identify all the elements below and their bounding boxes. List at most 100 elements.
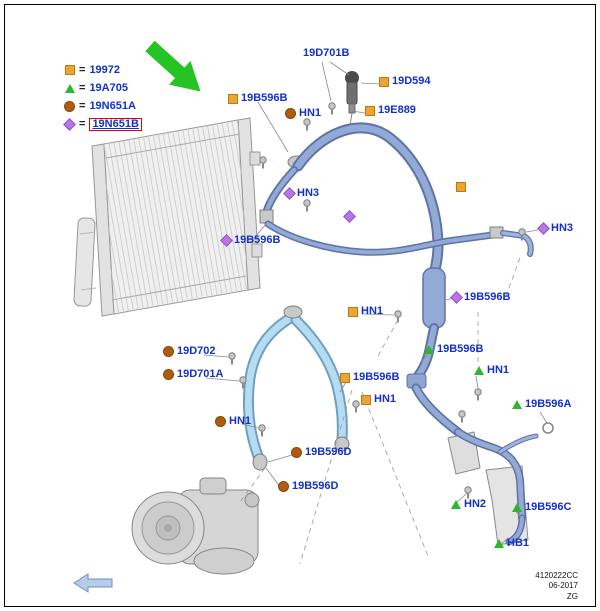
square-marker-icon	[456, 181, 466, 192]
square-marker-icon	[361, 394, 371, 405]
triangle-marker-icon	[64, 83, 75, 93]
part-label[interactable]: HN2	[464, 498, 487, 510]
part-label[interactable]: HN1	[487, 364, 510, 376]
part-label[interactable]: 19B596B	[464, 291, 511, 303]
part-label[interactable]: 19B596B	[437, 343, 484, 355]
callout-19D702: 19D702	[163, 345, 216, 358]
part-label[interactable]: 19D702	[177, 345, 216, 357]
callout-HN1-2: HN1	[348, 305, 383, 318]
legend-item-19N651B-selected: = 19N651B	[63, 117, 142, 131]
callout-HN1-1: HN1	[285, 107, 321, 120]
diamond-marker-icon	[450, 291, 463, 304]
triangle-marker-icon	[494, 539, 504, 548]
suction-hose	[242, 305, 350, 471]
triangle-marker-icon	[424, 345, 434, 354]
square-marker-icon	[64, 65, 75, 75]
callout-19B596B-2: 19B596B	[220, 234, 281, 247]
legend-part-number[interactable]: 19A705	[89, 81, 128, 94]
triangle-marker-icon	[512, 400, 522, 409]
equals-sign: =	[79, 117, 86, 130]
legend-part-number-highlighted[interactable]: 19N651B	[89, 117, 142, 131]
part-label[interactable]: 19B596B	[353, 371, 400, 383]
diamond-marker-icon	[343, 210, 356, 223]
legend-item-19972: = 19972	[64, 64, 142, 76]
ac-discharge-line	[259, 122, 534, 437]
callout-19B596B-1: 19B596B	[228, 92, 287, 105]
triangle-marker-icon	[474, 366, 484, 375]
part-label[interactable]: 19B596D	[305, 446, 352, 458]
callout-19D594: 19D594	[379, 75, 431, 88]
equals-sign: =	[79, 81, 86, 94]
part-label[interactable]: 19B596B	[234, 234, 281, 246]
part-label[interactable]: HN1	[361, 305, 384, 317]
circle-marker-icon	[215, 416, 226, 427]
front-direction-arrow-icon	[73, 573, 113, 593]
part-label[interactable]: HN3	[297, 187, 320, 199]
callout-19B596A: 19B596A	[512, 398, 571, 411]
part-label[interactable]: HB1	[507, 537, 530, 549]
doc-date: 06-2017	[548, 581, 578, 591]
callout-19B596D-2: 19B596D	[278, 480, 338, 493]
legend: = 19972 = 19A705 = 19N651A = 19N651B	[63, 64, 142, 131]
drawing-footer: 4120222CC 06-2017 ZG	[535, 571, 578, 602]
square-marker-icon	[228, 93, 238, 104]
diamond-marker-icon	[537, 222, 550, 235]
callout-HB1: HB1	[494, 537, 529, 550]
part-label[interactable]: HN1	[299, 107, 322, 119]
circle-marker-icon	[291, 447, 302, 458]
callout-19B596C: 19B596C	[512, 501, 571, 514]
square-marker-icon	[348, 306, 358, 317]
square-marker-icon	[379, 76, 389, 87]
diamond-marker-icon	[220, 234, 233, 247]
circle-marker-icon	[285, 108, 296, 119]
pointer-arrow-icon	[145, 40, 201, 92]
part-label[interactable]: HN1	[229, 415, 252, 427]
circle-marker-icon	[163, 369, 174, 380]
legend-part-number[interactable]: 19972	[89, 63, 121, 76]
lower-right-line	[447, 428, 539, 546]
condenser	[73, 117, 263, 317]
legend-item-19A705: = 19A705	[64, 82, 142, 94]
callout-HN1-5: HN1	[215, 415, 251, 428]
circle-marker-icon	[64, 100, 75, 112]
equals-sign: =	[79, 99, 86, 112]
construction-lines	[239, 257, 521, 565]
callout-19B596B-5: 19B596B	[340, 371, 399, 384]
part-label[interactable]: HN3	[551, 222, 574, 234]
callout-19E889: 19E889	[365, 104, 416, 117]
marker-19N651B-on-line	[343, 210, 356, 223]
legend-part-number[interactable]: 19N651A	[89, 99, 136, 112]
part-label[interactable]: 19B596A	[525, 398, 572, 410]
marker-19972-on-hose	[456, 180, 466, 193]
equals-sign: =	[79, 63, 86, 76]
part-label[interactable]: 19B596D	[292, 480, 339, 492]
triangle-marker-icon	[512, 503, 522, 512]
part-label[interactable]: 19D594	[392, 75, 431, 87]
circle-marker-icon	[163, 346, 174, 357]
callout-19D701A: 19D701A	[163, 368, 223, 381]
compressor	[131, 477, 260, 575]
part-label[interactable]: HN1	[374, 393, 397, 405]
part-label[interactable]: 19E889	[378, 104, 416, 116]
callout-HN3-1: HN3	[283, 187, 320, 200]
part-label[interactable]: 19D701B	[303, 47, 350, 59]
callout-HN1-3: HN1	[474, 364, 509, 377]
part-label[interactable]: 19B596C	[525, 501, 572, 513]
callout-19B596B-4: 19B596B	[424, 343, 483, 356]
diamond-marker-icon	[63, 117, 76, 131]
legend-item-19N651A: = 19N651A	[64, 100, 142, 112]
doc-number: 4120222CC	[535, 570, 578, 580]
triangle-marker-icon	[451, 500, 461, 509]
diamond-marker-icon	[283, 187, 296, 200]
circle-marker-icon	[278, 481, 289, 492]
callout-HN1-4: HN1	[361, 393, 396, 406]
callout-19D701B: 19D701B	[303, 47, 349, 60]
callout-19B596D-1: 19B596D	[291, 446, 351, 459]
part-label[interactable]: 19D701A	[177, 368, 224, 380]
part-label[interactable]: 19B596B	[241, 92, 288, 104]
doc-code: ZG	[566, 591, 578, 601]
callout-19B596B-3: 19B596B	[450, 291, 511, 304]
callout-HN2: HN2	[451, 498, 486, 511]
